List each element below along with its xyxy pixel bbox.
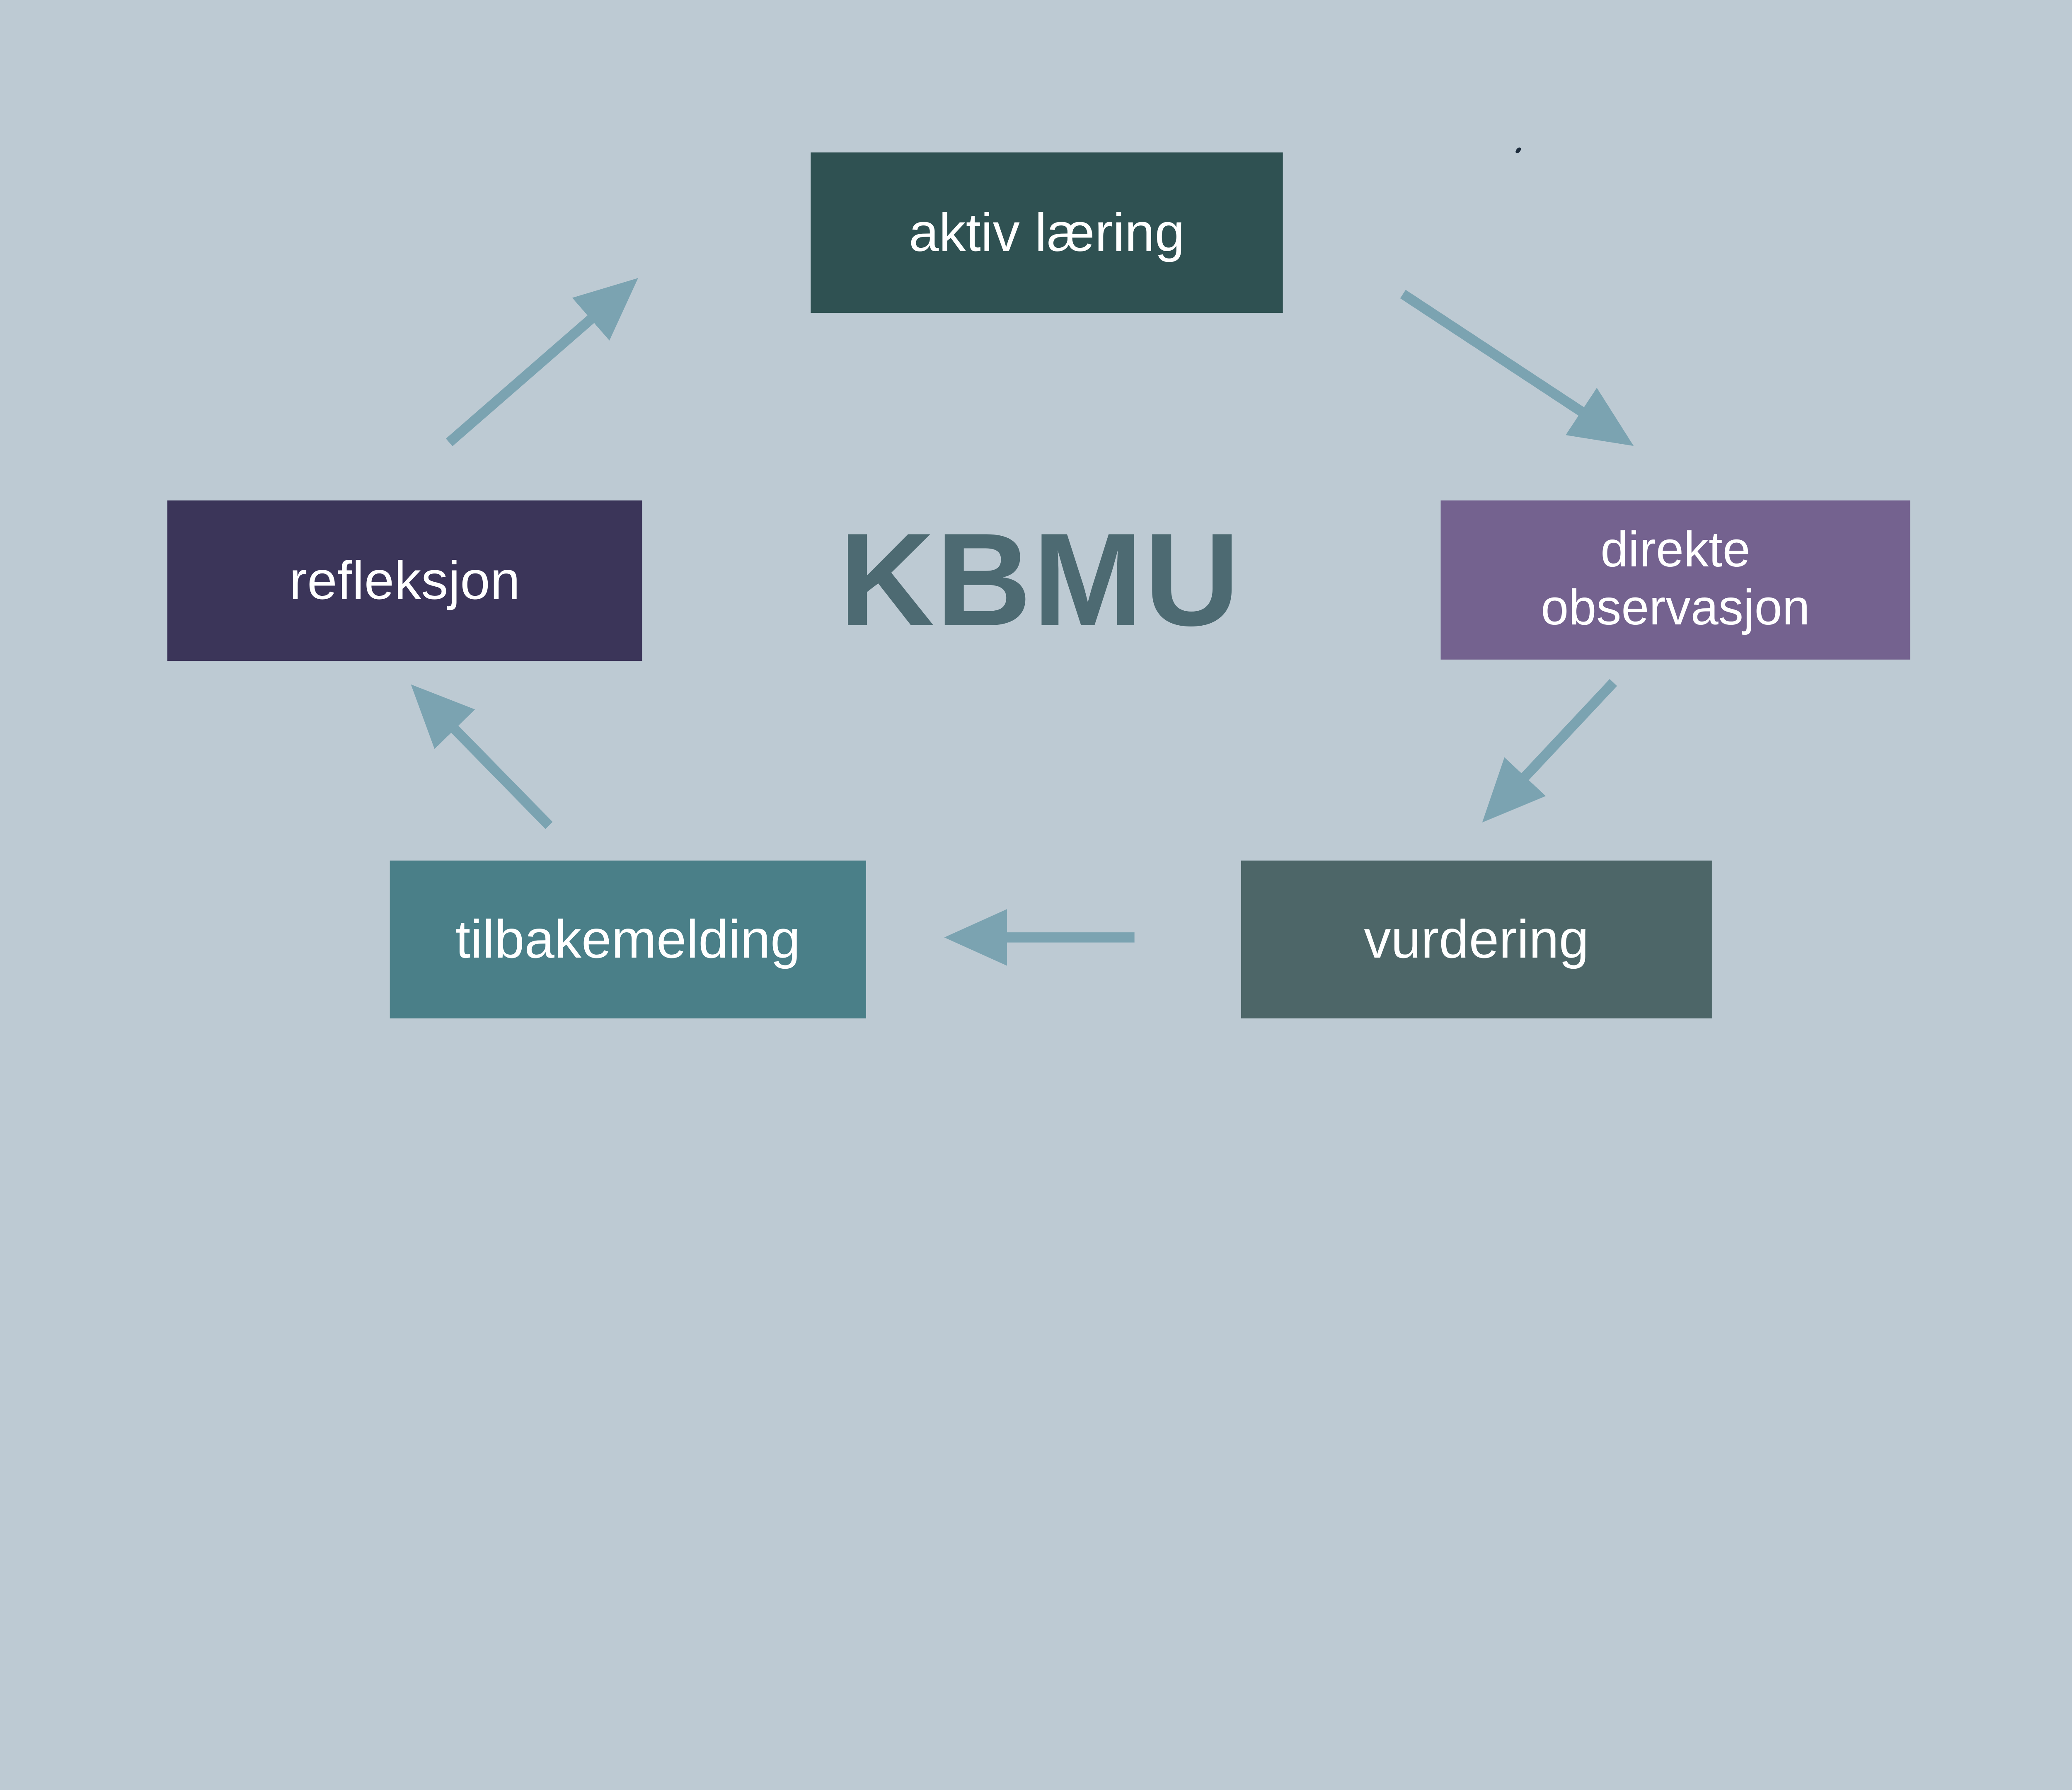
node-tilbakemelding: tilbakemelding xyxy=(390,860,866,1018)
arrow-tilbakemelding-to-refleksjon xyxy=(411,684,553,829)
node-refleksjon: refleksjon xyxy=(167,500,642,661)
node-tilbakemelding-label: tilbakemelding xyxy=(455,910,801,969)
node-direkte-observasjon-label: direkte observasjon xyxy=(1541,522,1810,636)
cycle-diagram-canvas: aktiv læring direkte observasjon vurderi… xyxy=(167,146,1910,1018)
node-vurdering: vurdering xyxy=(1241,860,1712,1018)
center-title: KBMU xyxy=(839,505,1241,654)
node-vurdering-label: vurdering xyxy=(1364,910,1589,969)
node-direkte-observasjon: direkte observasjon xyxy=(1440,500,1910,660)
stray-mark xyxy=(1514,146,1522,155)
arrow-direkte-observasjon-to-vurdering xyxy=(1482,679,1617,822)
node-aktiv-laering-label: aktiv læring xyxy=(909,203,1185,263)
node-refleksjon-label: refleksjon xyxy=(289,551,520,610)
arrow-refleksjon-to-aktiv-laering xyxy=(445,278,638,446)
node-aktiv-laering: aktiv læring xyxy=(811,152,1283,313)
arrow-aktiv-laering-to-direkte-observasjon xyxy=(1400,290,1634,446)
